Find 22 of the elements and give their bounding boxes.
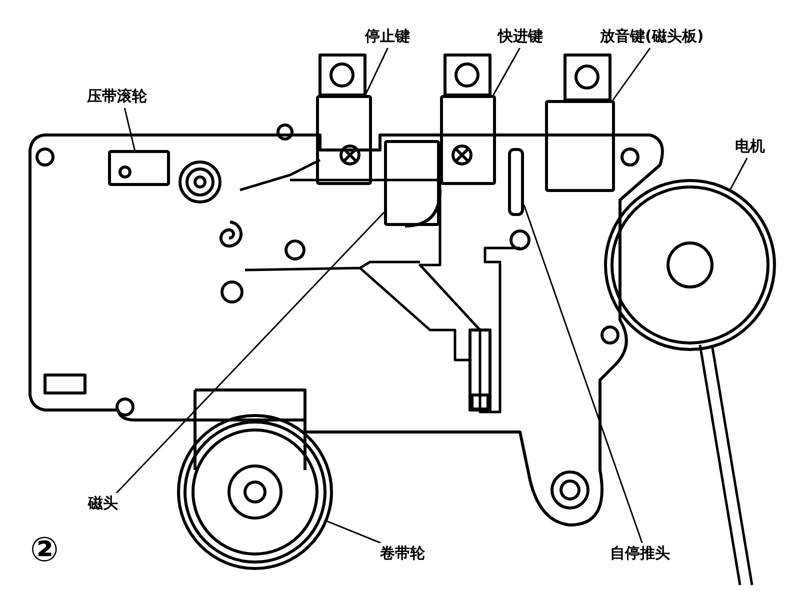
pusher-bar bbox=[508, 148, 524, 216]
leader-line bbox=[492, 48, 520, 96]
part-label: 磁头 bbox=[86, 493, 120, 513]
wheel-outline bbox=[177, 414, 333, 570]
figure-number: ② bbox=[30, 530, 59, 570]
leader-line bbox=[612, 48, 651, 100]
part-label: 压带滚轮 bbox=[85, 86, 149, 106]
key-outline bbox=[384, 140, 440, 226]
part-label: 停止键 bbox=[363, 26, 412, 46]
leader-line bbox=[327, 520, 382, 544]
part-label: 卷带轮 bbox=[378, 543, 427, 563]
leader-line bbox=[116, 212, 385, 494]
part-label: 快进键 bbox=[496, 26, 545, 46]
wheel-outline bbox=[604, 179, 776, 351]
key-outline bbox=[108, 150, 170, 186]
key-outline bbox=[316, 95, 372, 185]
key-outline bbox=[440, 95, 496, 185]
leader-line bbox=[523, 204, 643, 544]
part-label: 电机 bbox=[733, 136, 767, 156]
key-outline bbox=[545, 100, 615, 192]
leader-line bbox=[730, 158, 748, 190]
leader-line bbox=[364, 48, 388, 96]
